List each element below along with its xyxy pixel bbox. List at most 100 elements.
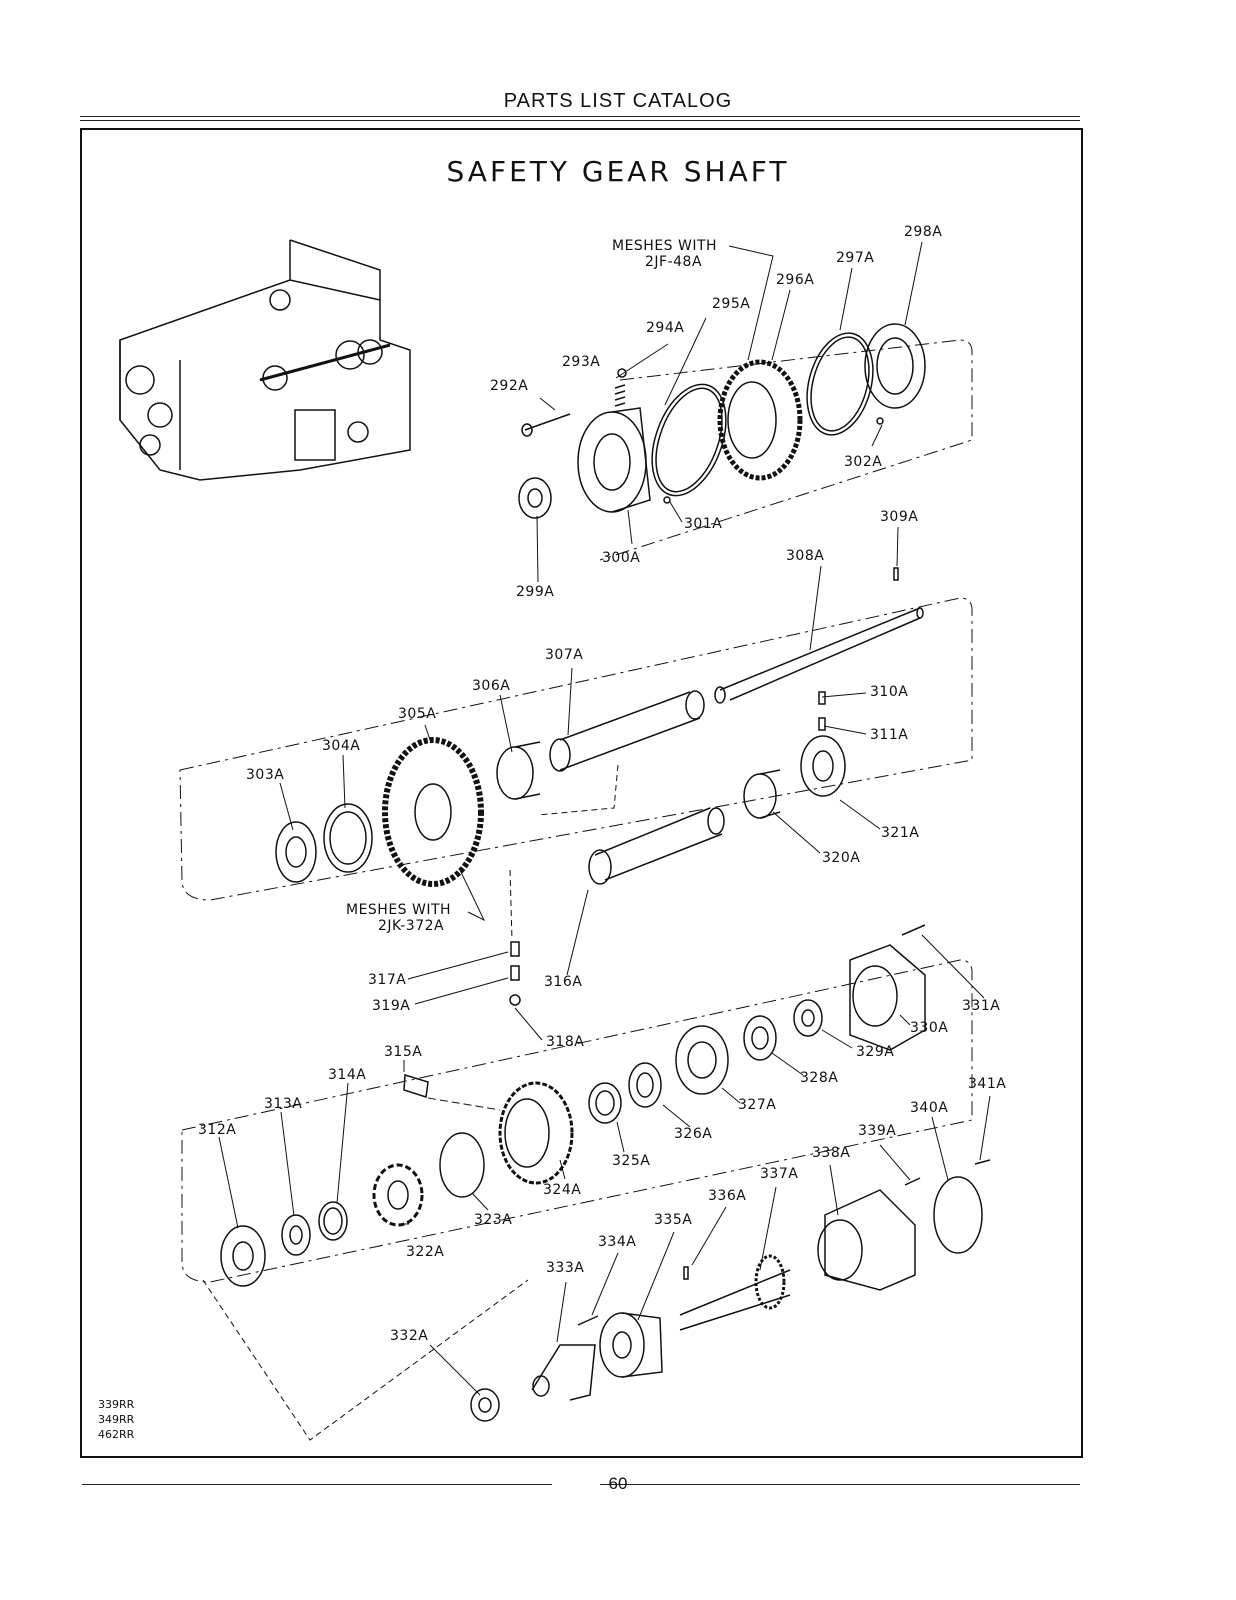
part-300A-hub [577,407,651,513]
part-341A-bolt [974,1159,991,1165]
part-label-329A: 329A [856,1044,895,1060]
part-label-311A: 311A [870,727,909,743]
part-label-306A: 306A [472,678,511,694]
leader-lines [218,241,991,1396]
part-340A-cover [933,1176,983,1254]
part-label-303A: 303A [246,767,285,783]
part-303A-bearing [275,821,317,883]
part-label-297A: 297A [836,250,875,266]
mesh-note-lower-line1: MESHES WITH [346,902,452,918]
part-304A-race [323,803,373,873]
part-319A-spring [510,965,520,981]
part-label-323A: 323A [474,1212,513,1228]
part-328A-cage [743,1015,777,1061]
part-label-308A: 308A [786,548,825,564]
part-label-312A: 312A [198,1122,237,1138]
part-320A-sleeve [743,769,781,819]
part-306A-bushing [496,741,541,800]
part-297A-snap-ring [806,332,874,436]
header-rule [80,116,1080,117]
part-325A-bearing [588,1082,622,1124]
part-318A-ball [509,994,521,1006]
part-label-309A: 309A [880,509,919,525]
part-312A-flange [220,1225,266,1287]
part-label-338A: 338A [812,1145,851,1161]
part-label-292A: 292A [490,378,529,394]
part-323A-snap-ring [439,1132,485,1198]
assembly-dashed-links [202,764,619,1441]
part-317A-screw [510,941,520,957]
part-label-315A: 315A [384,1044,423,1060]
diagram-frame [80,128,1083,1458]
transmission-housing-illustration [119,239,411,481]
part-label-318A: 318A [546,1034,585,1050]
part-label-307A: 307A [545,647,584,663]
part-label-340A: 340A [910,1100,949,1116]
part-label-301A: 301A [684,516,723,532]
part-label-302A: 302A [844,454,883,470]
part-322A-clutch [372,1163,424,1227]
exploded-group-outline [179,339,973,1283]
part-label-300A: 300A [602,550,641,566]
part-321A-collar [800,735,846,797]
part-label-331A: 331A [962,998,1001,1014]
mesh-note-lower-line2: 2JK-372A [378,918,445,934]
page-number: 60 [608,1474,628,1493]
part-332A-nut [470,1388,500,1422]
model-code: 349RR [98,1413,135,1426]
part-337A-shaft [679,1254,791,1331]
part-label-293A: 293A [562,354,601,370]
part-339A-bolt [904,1177,921,1186]
footer-rule-left [82,1484,552,1485]
part-label-305A: 305A [398,706,437,722]
part-label-317A: 317A [368,972,407,988]
part-label-332A: 332A [390,1328,429,1344]
part-label-335A: 335A [654,1212,693,1228]
part-label-321A: 321A [881,825,920,841]
part-329A-nut [793,999,823,1037]
part-324A-drum [498,1081,574,1185]
part-334A-bolt [577,1315,599,1326]
model-code: 339RR [98,1398,135,1411]
header-rule [80,120,1080,121]
part-308A-shaft [714,607,924,704]
part-296A-gear [717,359,803,481]
part-label-327A: 327A [738,1097,777,1113]
mesh-note-upper-line1: MESHES WITH [612,238,718,254]
part-label-322A: 322A [406,1244,445,1260]
part-331A-bolt [901,924,926,936]
model-code-list: 339RR 349RR 462RR [98,1397,134,1442]
part-label-294A: 294A [646,320,685,336]
mesh-note-upper-line2: 2JF-48A [645,254,703,270]
part-label-320A: 320A [822,850,861,866]
catalog-header-title: PARTS LIST CATALOG [503,90,733,112]
footer-rule-right [600,1484,1080,1485]
part-310A-screw [818,691,826,705]
part-label-299A: 299A [516,584,555,600]
part-298A-plate [864,323,926,409]
part-label-325A: 325A [612,1153,651,1169]
part-305A-gear [382,737,484,887]
part-316A-tube [588,807,725,885]
part-label-296A: 296A [776,272,815,288]
part-314A-bearing [318,1201,348,1241]
part-307A-sleeve [549,690,705,772]
part-338A-housing [817,1189,916,1291]
part-336A-pin [683,1266,689,1280]
part-294A-ball [617,368,627,378]
part-330A-housing [849,944,926,1051]
part-333A-fork [531,1344,596,1401]
model-code: 462RR [98,1428,135,1441]
part-311A-spring [818,717,826,731]
part-label-295A: 295A [712,296,751,312]
part-label-341A: 341A [968,1076,1007,1092]
diagram-title: SAFETY GEAR SHAFT [446,155,790,188]
part-335A-hub [599,1312,663,1378]
part-label-310A: 310A [870,684,909,700]
part-313A-bearing [281,1214,311,1256]
part-295A-snap-ring [651,383,727,497]
part-315A-pawl [403,1074,429,1098]
part-327A-cup [675,1025,729,1095]
part-292A-bolt [521,413,571,437]
